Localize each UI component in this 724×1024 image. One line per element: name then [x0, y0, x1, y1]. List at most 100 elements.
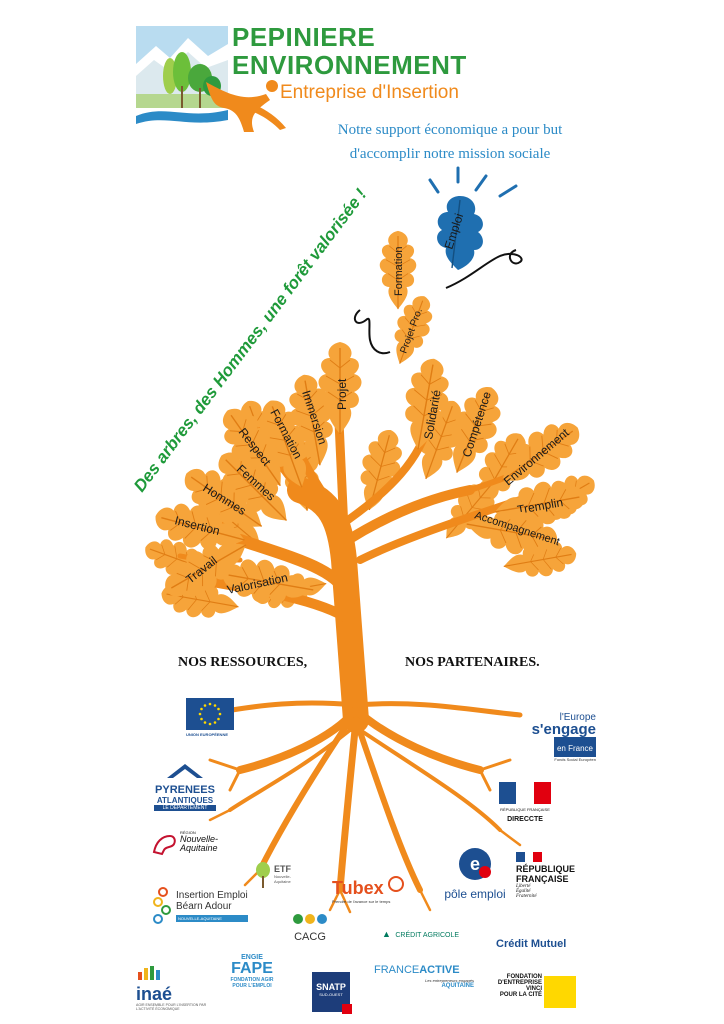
pole-emploi-label: pôle emploi	[444, 887, 506, 901]
logo-emblem	[136, 26, 286, 132]
leaf-label-travail: Travail	[183, 553, 220, 586]
tree-leaf-competence: Compétence	[436, 378, 512, 482]
squiggle-left	[353, 309, 391, 355]
europe-line-1: l'Europe	[559, 712, 596, 723]
iea-line-1: Insertion Emploi	[176, 890, 248, 901]
logo-fondation-vinci: FONDATION D'ENTREPRISE VINCI POUR LA CIT…	[480, 974, 580, 1008]
logo-title-line1: PEPINIERE	[232, 22, 376, 52]
canopy-background	[138, 393, 604, 626]
tubex-swirl-icon	[388, 876, 405, 892]
leaf-label-immersion: Immersion	[299, 389, 330, 447]
inae-label: inaé	[136, 984, 173, 1004]
snatp-red-block	[342, 1004, 352, 1014]
direccte-label: DIRECCTE	[507, 816, 543, 823]
leaf-label-projet-pro: Projet Pro.	[398, 307, 424, 355]
tree-leaf-accompagnement: Accompagnement	[462, 502, 562, 562]
fa-tagline: Les entrepreneurs engagés	[425, 978, 474, 983]
logo-pyrenees-atlantiques: PYRENEES ATLANTIQUES LE DÉPARTEMENT	[154, 762, 216, 811]
pyrenees-line-2: ATLANTIQUES	[156, 796, 214, 805]
europe-line-4: Fonds Social Européen	[554, 757, 596, 762]
tree-leaf-hommes: Hommes	[173, 455, 275, 545]
svg-text:e: e	[470, 854, 480, 874]
vinci-line-3: VINCI	[525, 986, 542, 992]
partners-title: NOS PARTENAIRES.	[405, 655, 540, 670]
leaf-label-competence: Compétence	[460, 390, 494, 459]
direccte-rf-label: RÉPUBLIQUE FRANÇAISE	[500, 807, 550, 812]
cacg-label: CACG	[294, 931, 326, 943]
vinci-line-1: FONDATION	[506, 974, 542, 980]
fa-line-1: FRANCE	[374, 964, 420, 976]
etf-line-2: Nouvelle-Aquitaine	[274, 874, 291, 884]
rf-line-2: FRANÇAISE	[516, 874, 569, 884]
tree-leaf-respect: Respect	[209, 397, 299, 499]
logo-credit-agricole: ▲ CRÉDIT AGRICOLE	[382, 924, 472, 942]
tree-leaf-solidarite: Solidarité	[396, 354, 456, 454]
leaf-label-formation-float: Formation	[393, 246, 405, 296]
fape-tagline-2: POUR L'EMPLOI	[232, 983, 272, 989]
logo-union-europeenne: UNION EUROPÉENNE	[186, 698, 236, 737]
logo-republique-francaise: RÉPUBLIQUE FRANÇAISE Liberté Égalité Fra…	[516, 852, 586, 899]
leaf-label-projet: Projet	[335, 378, 349, 410]
region-line-1: RÉGION	[180, 830, 196, 835]
etf-tree-icon	[256, 862, 270, 888]
logo-cacg: CACG	[290, 912, 330, 943]
ca-icon: ▲	[382, 929, 391, 939]
vinci-yellow-block	[544, 976, 576, 1008]
tree-leaf-tremplin: Tremplin	[490, 474, 590, 534]
tree-leaf-femmes: Femmes	[205, 439, 303, 537]
mission-line-2: d'accomplir notre mission sociale	[349, 146, 551, 162]
logo-title-line2: ENVIRONNEMENT	[232, 50, 467, 80]
vinci-line-4: POUR LA CITÉ	[499, 992, 542, 998]
eu-label: UNION EUROPÉENNE	[186, 732, 229, 737]
leaf-label-solidarite: Solidarité	[421, 389, 444, 441]
rf-line-5: Fraternité	[516, 894, 537, 899]
leaf-label-valorisation: Valorisation	[226, 570, 289, 597]
fape-label: FAPE	[231, 960, 273, 977]
logo-direccte: RÉPUBLIQUE FRANÇAISE DIRECCTE	[496, 782, 554, 823]
mountain-icon	[167, 764, 203, 778]
leaf-label-tremplin: Tremplin	[516, 495, 564, 517]
logo-tubex: Tubex Prendre de l'avance sur le temps	[332, 876, 422, 904]
leaf-label-formation: Formation	[267, 407, 305, 461]
etf-line-1: ETF	[274, 864, 291, 874]
leaf-label-environnement: Environnement	[501, 425, 572, 488]
tree-leaf-projet: Projet	[317, 341, 363, 435]
rf-line-1: RÉPUBLIQUE	[516, 864, 576, 874]
logo-inae: inaé AGIR ENSEMBLE POUR L'INSERTION PAR …	[136, 964, 216, 1011]
logo-subtitle: Entreprise d'Insertion	[280, 82, 459, 103]
logo-credit-mutuel: Crédit Mutuel	[496, 934, 586, 952]
engie-label: ENGIE	[241, 954, 263, 961]
tree-leaf-travail: Travail	[154, 525, 258, 611]
fape-tagline-1: FONDATION AGIR	[230, 977, 274, 983]
cm-label: Crédit Mutuel	[496, 938, 567, 950]
region-line-3: Aquitaine	[180, 843, 218, 853]
rf-line-3: Liberté	[516, 884, 531, 889]
eu-stars-icon	[198, 702, 222, 726]
squiggle-right	[445, 249, 523, 289]
company-logo: PEPINIERE ENVIRONNEMENT Entreprise d'Ins…	[136, 24, 476, 132]
mission-line-1: Notre support économique a pour but	[337, 122, 563, 138]
europe-line-2: s'engage	[531, 721, 596, 738]
inae-tagline: AGIR ENSEMBLE POUR L'INSERTION PAR L'ACT…	[136, 1003, 207, 1011]
tree-leaf-immersion: Immersion	[282, 370, 342, 470]
ca-label: CRÉDIT AGRICOLE	[395, 932, 460, 939]
leaf-label-respect: Respect	[236, 425, 275, 469]
fa-line-2: ACTIVE	[419, 964, 460, 976]
lion-icon	[152, 834, 176, 856]
logo-europe-sengage: l'Europe s'engage en France Fonds Social…	[516, 712, 596, 762]
iea-line-3: NOUVELLE-AQUITAINE	[176, 915, 248, 922]
tubex-label: Tubex	[332, 878, 384, 898]
pyrenees-line-1: PYRENEES	[155, 784, 215, 796]
iea-circles-icon	[153, 887, 171, 924]
pyrenees-line-3: LE DÉPARTEMENT	[154, 805, 216, 811]
tubex-tagline: Prendre de l'avance sur le temps	[332, 899, 391, 904]
tree-leaf-valorisation: Valorisation	[218, 552, 318, 612]
europe-line-3: en France	[556, 744, 593, 753]
pole-emploi-icon: e	[459, 848, 491, 880]
slogan: Des arbres, des Hommes, une forêt valori…	[130, 185, 371, 496]
leaf-label-insertion: Insertion	[173, 513, 221, 538]
resources-title: NOS RESSOURCES,	[178, 655, 308, 670]
tree-leaf-insertion: Insertion	[149, 494, 251, 562]
marianne-flag	[499, 782, 551, 804]
rf-line-4: Égalité	[516, 889, 531, 894]
